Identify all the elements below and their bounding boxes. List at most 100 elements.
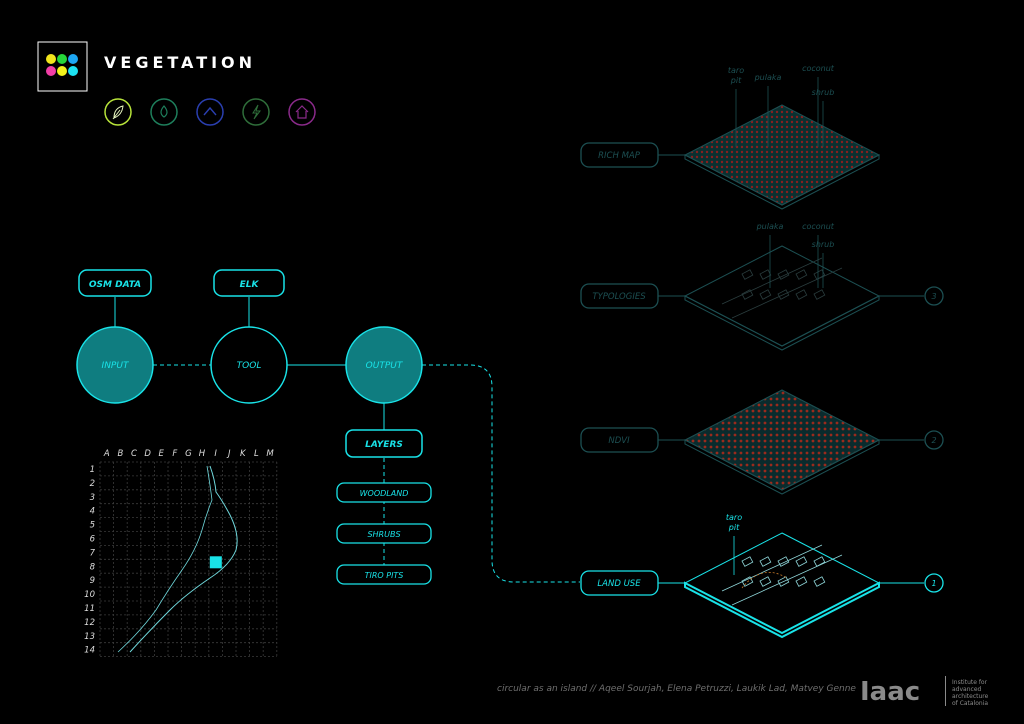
grid-row-label: 1 [90, 465, 95, 475]
osm-data-tag[interactable]: OSM DATA [78, 269, 152, 297]
grid-column-label: B [117, 449, 123, 459]
grid-column-label: K [240, 449, 247, 459]
layers-tag[interactable]: LAYERS [345, 429, 423, 458]
grid-row-label: 6 [90, 534, 96, 544]
leaf-icon[interactable] [104, 98, 132, 126]
logo-dot [46, 54, 56, 64]
grid-row-label: 14 [84, 646, 95, 656]
grid-row-label: 8 [90, 562, 96, 572]
grid-column-label: D [144, 449, 151, 459]
stack-level: NDVI 2 [580, 389, 944, 495]
grid-row-label: 7 [90, 548, 96, 558]
osm-data-label: OSM DATA [89, 280, 141, 290]
logo-dot [57, 66, 67, 76]
iaac-logo-subtitle-line: Institute for [952, 679, 988, 686]
plot-features [721, 544, 843, 606]
stack-level-tag[interactable]: RICH MAP [580, 142, 659, 168]
energy-bolt-icon[interactable] [242, 98, 270, 126]
layer-items: WOODLAND SHRUBS TIRO PITS [336, 482, 432, 585]
island-inner-outline [117, 465, 213, 653]
stack-level-tag[interactable]: TYPOLOGIES [580, 283, 659, 309]
layer-plane [683, 532, 881, 634]
layer-annotation: coconut [802, 222, 835, 288]
grid-row-label: 13 [84, 632, 95, 642]
iaac-logo-subtitle: Institute for advanced architecture of C… [952, 679, 1012, 707]
grid-column-label: G [185, 449, 192, 459]
layer-annotation: coconut [802, 64, 835, 147]
stack-level: TYPOLOGIES 3 pulaka coconut shrub [580, 222, 944, 351]
layer-annotation-word: coconut [802, 222, 835, 231]
iaac-logo-subtitle-line: advanced [952, 686, 982, 693]
plot-features [721, 257, 843, 319]
layer-annotation: pulaka [756, 222, 784, 288]
grid-row-label: 5 [90, 521, 95, 531]
layer-annotation-word: taro [726, 513, 742, 522]
layer-annotation: pulaka [754, 73, 782, 147]
layer-annotation-word: shrub [812, 240, 835, 249]
grid-column-label: M [266, 449, 274, 459]
elk-tag[interactable]: ELK [213, 269, 285, 297]
grid-row-label: 12 [84, 618, 95, 628]
stack-level-tag[interactable]: NDVI [580, 427, 659, 453]
page-title: VEGETATION [104, 53, 257, 72]
grid-column-label: L [254, 449, 259, 459]
stack-level-label: LAND USE [597, 579, 641, 589]
stack-level-number: 1 [931, 579, 936, 588]
input-node-label: INPUT [102, 361, 130, 371]
grid-column-label: A [103, 449, 110, 459]
layer-plane-edge [684, 439, 880, 495]
iaac-logo-subtitle-line: architecture [952, 693, 989, 700]
layer-plane [683, 104, 881, 206]
stack-level-tag[interactable]: LAND USE [580, 570, 659, 596]
island-outline [129, 465, 238, 653]
logo-box [37, 41, 88, 92]
grid-row-label: 2 [90, 479, 95, 489]
home-icon[interactable] [288, 98, 316, 126]
layer-annotation-word: pulaka [756, 222, 784, 231]
layer-item-label: WOODLAND [360, 489, 409, 498]
layer-item-label: TIRO PITS [365, 571, 404, 580]
grid-row-label: 3 [90, 493, 95, 503]
layers-title: LAYERS [365, 440, 403, 450]
grid-row-label: 9 [90, 576, 95, 586]
stack-level-number-badge: 1 [924, 573, 944, 593]
layer-annotation-word: shrub [812, 88, 835, 97]
output-node[interactable]: OUTPUT [345, 326, 423, 404]
layer-plane [683, 389, 881, 491]
grid-row-label: 10 [84, 590, 95, 600]
water-drop-icon[interactable] [150, 98, 178, 126]
stack-level-number-badge: 2 [924, 430, 944, 450]
layer-item[interactable]: SHRUBS [336, 523, 432, 544]
layer-annotation-word: pit [730, 76, 742, 85]
iaac-logo-subtitle-line: of Catalonia [952, 700, 989, 707]
logo-dot [68, 66, 78, 76]
output-node-label: OUTPUT [366, 361, 404, 371]
tool-node[interactable]: TOOL [210, 326, 288, 404]
layer-annotation-word: coconut [802, 64, 835, 73]
stack-level-label: TYPOLOGIES [592, 292, 646, 302]
layer-item[interactable]: WOODLAND [336, 482, 432, 503]
layer-plane-edge [684, 581, 880, 639]
layer-plane [683, 245, 881, 347]
stack-level-number: 3 [931, 292, 936, 301]
logo-dot [68, 54, 78, 64]
tool-node-label: TOOL [237, 361, 262, 371]
input-node[interactable]: INPUT [76, 326, 154, 404]
layer-item[interactable]: TIRO PITS [336, 564, 432, 585]
layer-plane-edge [684, 154, 880, 210]
credits-line: circular as an island // Aqeel Sourjah, … [497, 684, 856, 694]
mountain-icon[interactable] [196, 98, 224, 126]
grid-column-label: H [199, 449, 206, 459]
grid-column-label: C [131, 449, 137, 459]
grid-column-label: I [214, 449, 217, 459]
stack-level-label: RICH MAP [598, 151, 641, 161]
stack-level-label: NDVI [608, 436, 630, 446]
layer-plane-edge [684, 295, 880, 351]
grid-marker[interactable] [209, 556, 222, 569]
elk-label: ELK [240, 280, 260, 290]
grid-column-label: E [159, 449, 165, 459]
